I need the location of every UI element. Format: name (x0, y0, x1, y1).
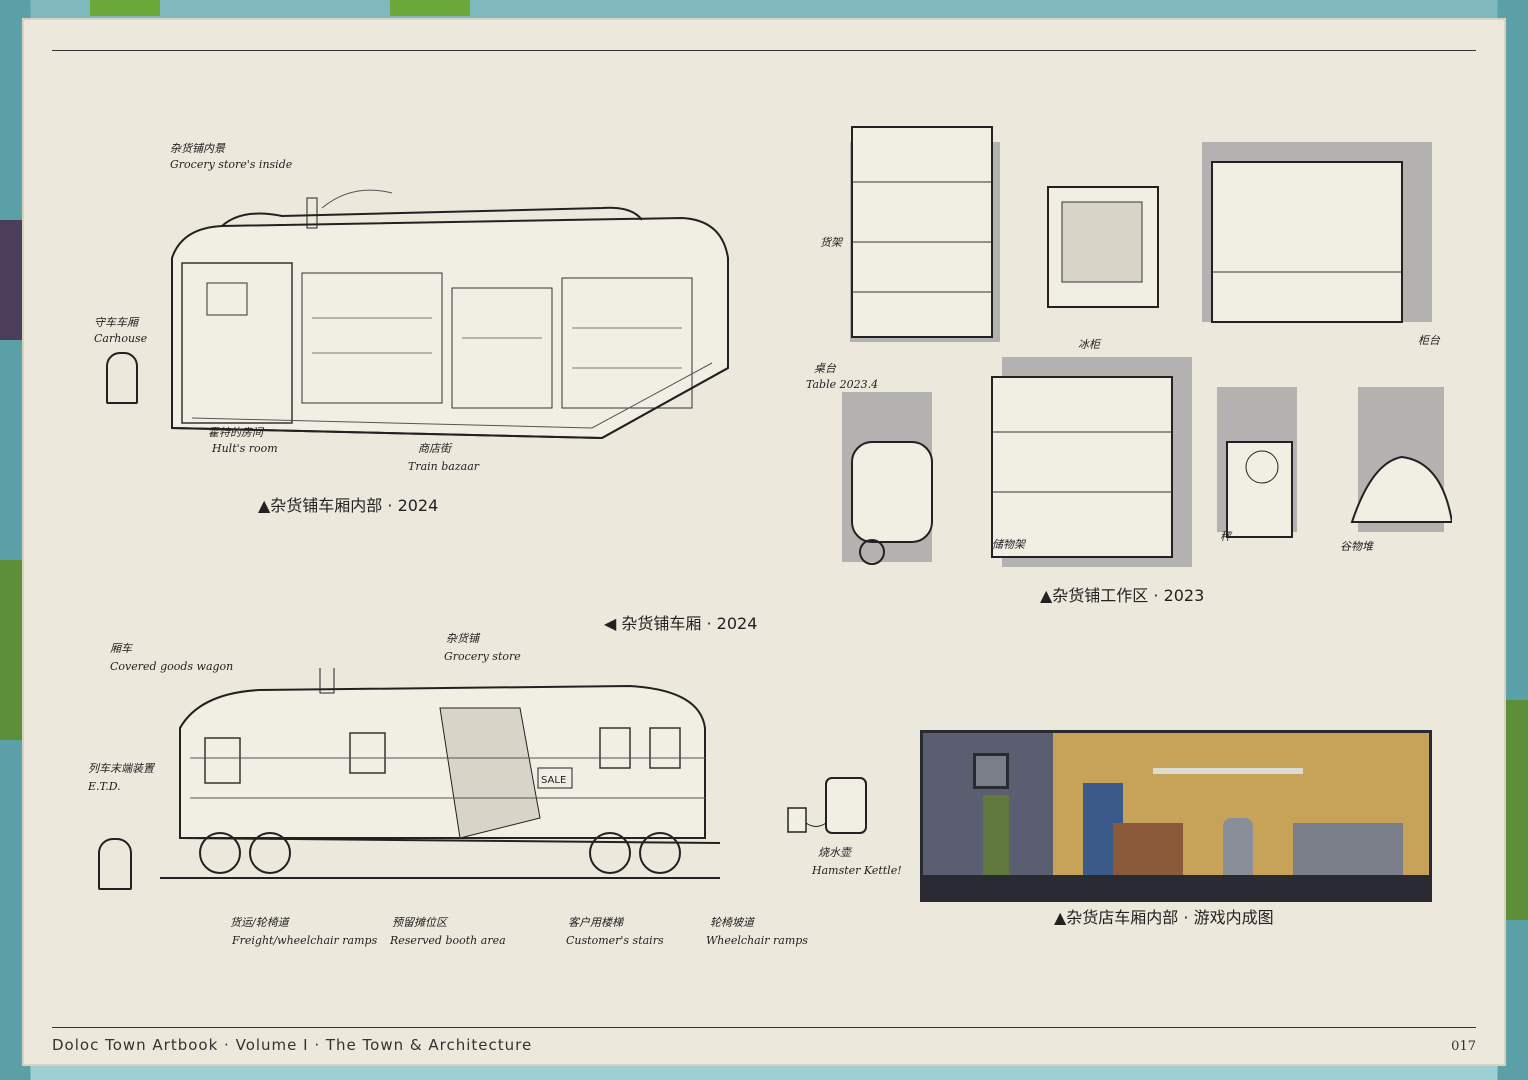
wagon-label-cn: 厢车 (110, 642, 132, 655)
artbook-page: 杂货铺内景 Grocery store's inside 守车车厢 Carhou… (22, 18, 1506, 1066)
shelf-label: 货架 (820, 236, 842, 249)
fridge-label: 冰柜 (1078, 338, 1100, 351)
page-number: 017 (1451, 1039, 1476, 1054)
carhouse-en: Carhouse (94, 332, 148, 345)
interior-title-en: Grocery store's inside (170, 158, 293, 171)
stairs-label-en: Customer's stairs (566, 934, 664, 947)
interior-title-cn: 杂货铺内景 (170, 142, 225, 155)
character-silhouette (106, 352, 138, 404)
footer-title: Doloc Town Artbook · Volume I · The Town… (52, 1036, 533, 1054)
booth-label-en: Reserved booth area (390, 934, 506, 947)
sale-sign: SALE (541, 775, 566, 786)
interior-caption: ▲杂货铺车厢内部 · 2024 (258, 496, 439, 515)
game-caption: ▲杂货店车厢内部 · 游戏内成图 (1054, 908, 1274, 927)
wheelchair-label-cn: 轮椅坡道 (710, 916, 754, 929)
stairs-label-cn: 客户用楼梯 (568, 916, 623, 929)
grocery-label-en: Grocery store (444, 650, 521, 663)
kettle-sketch (787, 777, 867, 834)
freight-label-en: Freight/wheelchair ramps (232, 934, 378, 947)
interior-sketch (171, 189, 729, 440)
freight-label-cn: 货运/轮椅道 (230, 916, 289, 929)
leaf-decoration (0, 220, 22, 340)
workspace-caption: ▲杂货铺工作区 · 2023 (1040, 586, 1205, 605)
character-silhouette (98, 838, 132, 890)
wagon-label-en: Covered goods wagon (110, 660, 234, 673)
counter-label: 柜台 (1418, 334, 1440, 347)
etd-label-cn: 列车末端装置 (88, 762, 154, 775)
table-label-cn: 桌台 (814, 362, 836, 375)
bazaar-cn: 商店街 (418, 442, 451, 455)
leaf-decoration (90, 0, 160, 16)
storage-label: 储物架 (992, 538, 1025, 551)
leaf-decoration (390, 0, 470, 16)
hult-room-cn: 霍特的房间 (208, 426, 263, 439)
scale-label: 秤 (1220, 530, 1231, 543)
grocery-label-cn: 杂货铺 (446, 632, 479, 645)
kettle-label-cn: 烧水壶 (818, 846, 851, 859)
bazaar-en: Train bazaar (408, 460, 480, 473)
top-rule (52, 50, 1476, 51)
booth-label-cn: 预留摊位区 (392, 916, 447, 929)
wagon-caption: ◀ 杂货铺车厢 · 2024 (604, 614, 758, 633)
table-label-en: Table 2023.4 (806, 378, 879, 391)
kettle-label-en: Hamster Kettle! (812, 864, 902, 877)
etd-label-en: E.T.D. (88, 780, 121, 793)
bottom-rule (52, 1027, 1476, 1028)
workspace-sketch (842, 126, 1452, 567)
leaf-decoration (1506, 700, 1528, 920)
wheelchair-label-en: Wheelchair ramps (706, 934, 808, 947)
hult-room-en: Hult's room (212, 442, 278, 455)
leaf-decoration (0, 560, 22, 740)
in-game-screenshot (920, 730, 1432, 902)
carhouse-cn: 守车车厢 (94, 316, 138, 329)
grain-label: 谷物堆 (1340, 540, 1373, 553)
wagon-sketch: SALE (160, 668, 720, 879)
